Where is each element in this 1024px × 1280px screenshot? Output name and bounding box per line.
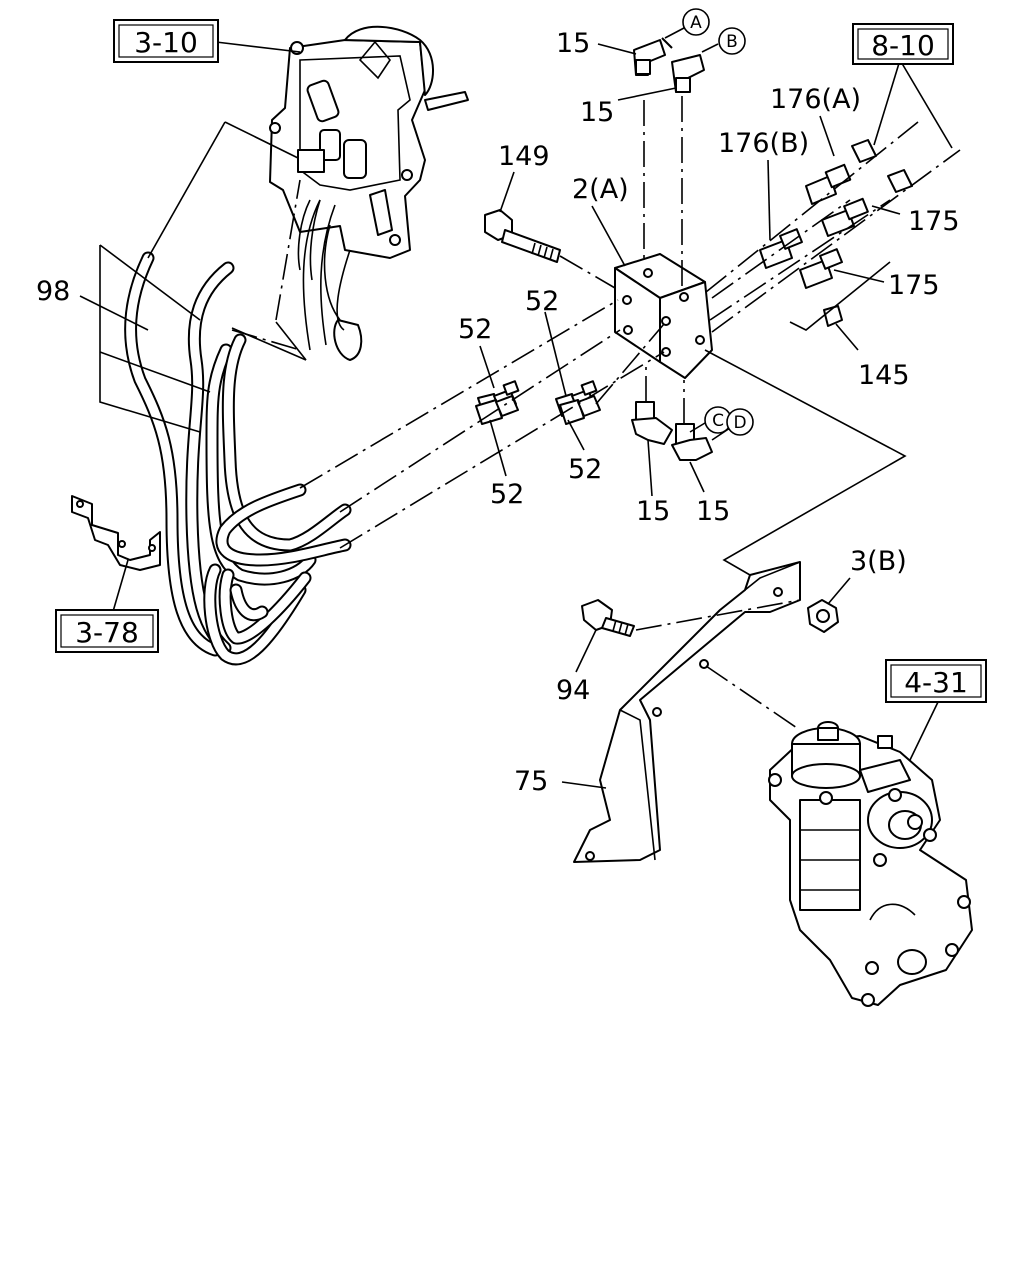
label-15-top-b[interactable]: 15 (580, 97, 614, 128)
connector-d: D (726, 408, 754, 436)
ref-8-10[interactable]: 8-10 (852, 23, 954, 65)
label-52-b[interactable]: 52 (525, 286, 559, 317)
label-75[interactable]: 75 (514, 766, 548, 797)
label-52-c[interactable]: 52 (490, 479, 524, 510)
ref-4-31[interactable]: 4-31 (885, 659, 987, 703)
label-98[interactable]: 98 (36, 276, 70, 307)
mounting-bracket-75 (573, 561, 801, 863)
label-175-b[interactable]: 175 (888, 270, 940, 301)
label-15-bottom-b[interactable]: 15 (696, 496, 730, 527)
ref-8-10-label: 8-10 (871, 29, 935, 62)
connector-a-label: A (690, 13, 702, 33)
connector-b: B (718, 27, 746, 55)
label-175-a[interactable]: 175 (908, 206, 960, 237)
label-15-top-a[interactable]: 15 (556, 28, 590, 59)
connector-b-label: B (726, 32, 738, 52)
steering-gear-unit (768, 721, 973, 1007)
union-fittings-52 (475, 380, 601, 425)
nut-3b (807, 599, 839, 633)
ref-4-31-label: 4-31 (904, 666, 968, 699)
label-3b[interactable]: 3(B) (850, 546, 907, 577)
leader-lines (79, 27, 953, 789)
elbow-fittings-top (633, 37, 705, 93)
bolt-149 (484, 209, 561, 263)
connector-c: C (704, 406, 732, 434)
dash-dot-lines (231, 96, 961, 731)
ref-3-10-label: 3-10 (134, 26, 198, 59)
label-149[interactable]: 149 (498, 141, 550, 172)
label-94[interactable]: 94 (556, 675, 590, 706)
elbow-fittings-bottom (631, 401, 713, 461)
label-176b[interactable]: 176(B) (718, 128, 809, 159)
ref-3-78[interactable]: 3-78 (55, 609, 159, 653)
label-52-a[interactable]: 52 (458, 314, 492, 345)
valve-hoses (302, 199, 351, 351)
label-176a[interactable]: 176(A) (770, 84, 861, 115)
pedal-valve-assembly (269, 25, 469, 361)
switches-176-175 (759, 139, 913, 327)
ref-3-78-label: 3-78 (75, 616, 139, 649)
distribution-block (614, 253, 713, 379)
bolt-94 (581, 599, 635, 637)
connector-a: A (682, 8, 710, 36)
connector-c-label: C (712, 411, 724, 431)
small-clip-bracket (71, 495, 161, 571)
pipe-bundle (124, 251, 352, 666)
connector-d-label: D (733, 413, 746, 433)
label-15-bottom-a[interactable]: 15 (636, 496, 670, 527)
ref-3-10[interactable]: 3-10 (113, 19, 219, 63)
label-145[interactable]: 145 (858, 360, 910, 391)
label-2a[interactable]: 2(A) (572, 174, 629, 205)
label-52-d[interactable]: 52 (568, 454, 602, 485)
